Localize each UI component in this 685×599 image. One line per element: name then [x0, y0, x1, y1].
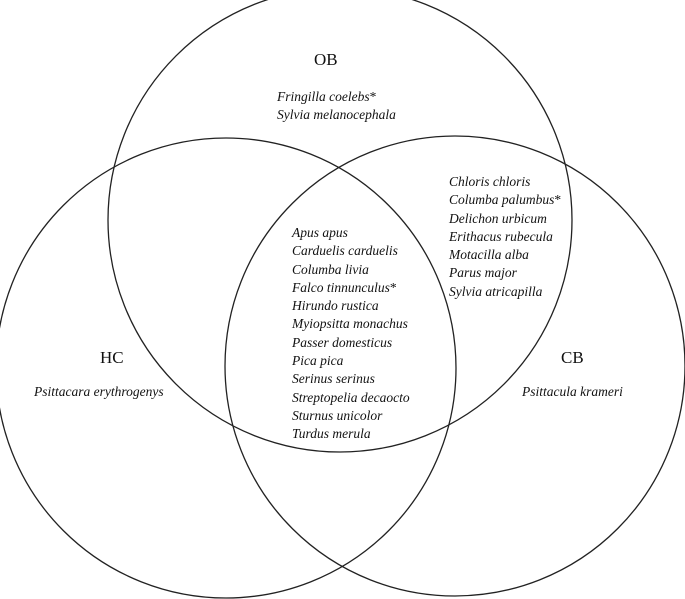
species-name: Myiopsitta monachus: [292, 316, 408, 332]
species-name: Passer domesticus: [292, 334, 393, 350]
species-list-hc-only: Psittacara erythrogenys: [34, 383, 164, 401]
asterisk-mark: *: [554, 192, 562, 208]
species-name: Delichon urbicum: [449, 210, 547, 226]
species-item: Erithacus rubecula: [449, 228, 561, 246]
species-name: Apus apus: [292, 225, 348, 240]
species-item: Delichon urbicum: [449, 210, 561, 228]
species-item: Psittacula krameri: [522, 383, 623, 401]
circle-cb: [224, 135, 685, 597]
species-item: Fringilla coelebs*: [277, 88, 396, 106]
species-name: Psittacula krameri: [522, 384, 623, 399]
species-item: Pica pica: [292, 352, 410, 370]
species-item: Hirundo rustica: [292, 297, 410, 315]
species-name: Psittacara erythrogenys: [34, 384, 164, 399]
circle-hc: [0, 137, 457, 599]
species-name: Fringilla coelebs: [277, 89, 370, 104]
species-name: Turdus merula: [292, 426, 371, 442]
species-list-ob-only: Fringilla coelebs*Sylvia melanocephala: [277, 88, 396, 125]
species-name: Chloris chloris: [449, 174, 531, 189]
species-item: Myiopsitta monachus: [292, 315, 410, 333]
species-item: Motacilla alba: [449, 246, 561, 264]
species-item: Columba livia: [292, 261, 410, 279]
species-name: Columba palumbus: [449, 192, 555, 208]
species-item: Sylvia melanocephala: [277, 106, 396, 124]
set-label-ob: OB: [314, 50, 338, 69]
species-name: Sturnus unicolor: [292, 407, 383, 423]
species-name: Motacilla alba: [449, 247, 529, 263]
species-item: Psittacara erythrogenys: [34, 383, 164, 401]
species-name: Columba livia: [292, 261, 369, 277]
species-name: Parus major: [449, 265, 517, 281]
species-name: Streptopelia decaocto: [292, 389, 410, 405]
species-item: Streptopelia decaocto: [292, 389, 410, 407]
species-item: Chloris chloris: [449, 173, 561, 191]
species-item: Sylvia atricapilla: [449, 283, 561, 301]
species-item: Falco tinnunculus*: [292, 279, 410, 297]
species-item: Carduelis carduelis: [292, 242, 410, 260]
species-item: Apus apus: [292, 224, 410, 242]
species-name: Sylvia melanocephala: [277, 107, 396, 123]
asterisk-mark: *: [369, 89, 377, 104]
species-name: Carduelis carduelis: [292, 243, 398, 259]
species-item: Serinus serinus: [292, 370, 410, 388]
asterisk-mark: *: [389, 279, 397, 295]
set-label-hc: HC: [100, 348, 124, 367]
species-name: Pica pica: [292, 353, 344, 369]
circle-ob: [107, 0, 573, 453]
species-item: Sturnus unicolor: [292, 407, 410, 425]
species-name: Hirundo rustica: [292, 298, 379, 314]
species-name: Serinus serinus: [292, 371, 375, 387]
species-item: Parus major: [449, 264, 561, 282]
species-name: Falco tinnunculus: [292, 279, 390, 295]
species-name: Erithacus rubecula: [449, 228, 553, 244]
species-list-cb-only: Psittacula krameri: [522, 383, 623, 401]
species-name: Sylvia atricapilla: [449, 283, 543, 299]
species-item: Turdus merula: [292, 425, 410, 443]
set-label-cb: CB: [561, 348, 584, 367]
species-item: Passer domesticus: [292, 334, 410, 352]
species-item: Columba palumbus*: [449, 191, 561, 209]
